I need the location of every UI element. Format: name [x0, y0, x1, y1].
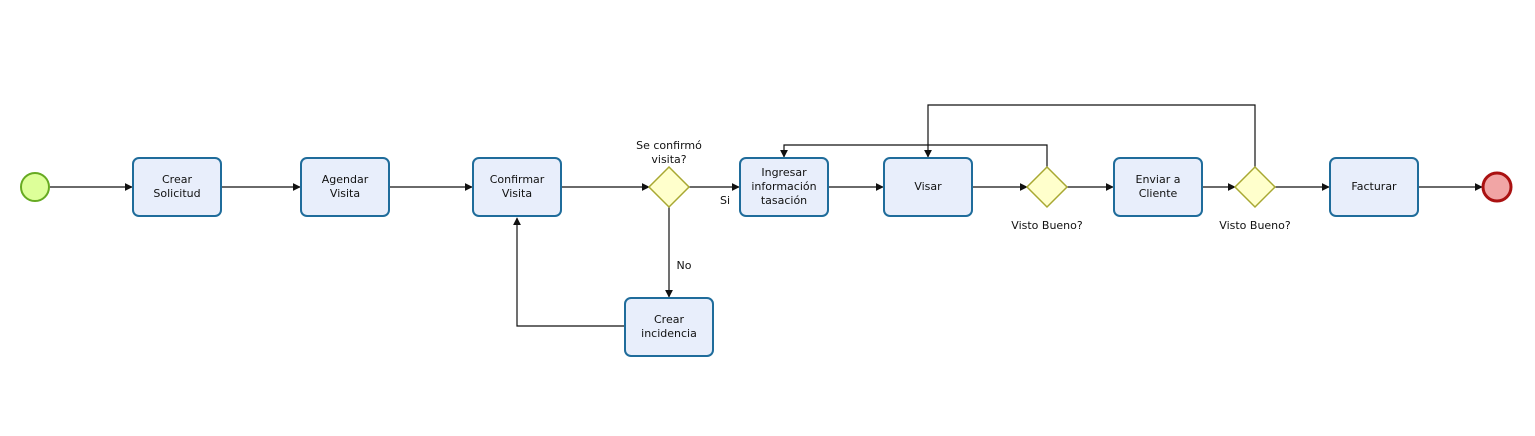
flow-gateway2-back-to-visar — [924, 104, 1256, 167]
gateway-visto-bueno-1 — [1025, 165, 1069, 209]
end-event — [1481, 171, 1513, 203]
gateway-visto-bueno-2 — [1233, 165, 1277, 209]
flow-gateway1-back-to-ingresar — [780, 144, 1048, 167]
task-agendar-visita[interactable]: Agendar Visita — [300, 157, 390, 217]
task-facturar[interactable]: Facturar — [1329, 157, 1419, 217]
gateway-se-confirmo-visita — [647, 165, 691, 209]
gateway-label-visto-bueno-2: Visto Bueno? — [1219, 219, 1291, 232]
start-event — [20, 172, 50, 202]
gateway-label-visto-bueno-1: Visto Bueno? — [1011, 219, 1083, 232]
flow-label-no: No — [676, 259, 692, 272]
task-crear-incidencia[interactable]: Crear incidencia — [624, 297, 714, 357]
flow-incidencia-to-confirmar — [513, 217, 624, 327]
task-enviar-a-cliente[interactable]: Enviar a Cliente — [1113, 157, 1203, 217]
task-crear-solicitud[interactable]: Crear Solicitud — [132, 157, 222, 217]
flow-label-si: Si — [719, 194, 731, 207]
task-confirmar-visita[interactable]: Confirmar Visita — [472, 157, 562, 217]
task-ingresar-informacion-tasacion[interactable]: Ingresar información tasación — [739, 157, 829, 217]
gateway-label-se-confirmo: Se confirmó visita? — [636, 139, 702, 166]
task-visar[interactable]: Visar — [883, 157, 973, 217]
